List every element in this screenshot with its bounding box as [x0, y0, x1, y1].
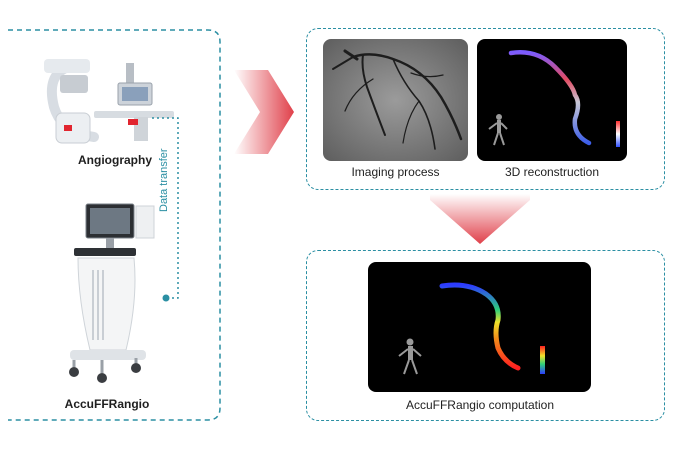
accuffrangio-device-image	[69, 203, 155, 383]
top-right-panel	[306, 28, 665, 190]
angiography-label: Angiography	[78, 153, 152, 167]
data-transfer-line	[152, 117, 179, 302]
bottom-right-panel	[306, 250, 665, 421]
computation-label: AccuFFRangio computation	[405, 398, 555, 412]
arrow-down-icon	[430, 194, 530, 244]
reconstruction-image	[477, 39, 627, 161]
accuffrangio-label: AccuFFRangio	[64, 397, 150, 411]
imaging-process-label: Imaging process	[351, 165, 440, 179]
angiography-machine-image	[44, 59, 174, 144]
angiography-image	[323, 39, 468, 161]
arrow-right-icon	[234, 70, 294, 154]
reconstruction-label: 3D reconstruction	[504, 165, 600, 179]
computation-image	[368, 262, 591, 392]
